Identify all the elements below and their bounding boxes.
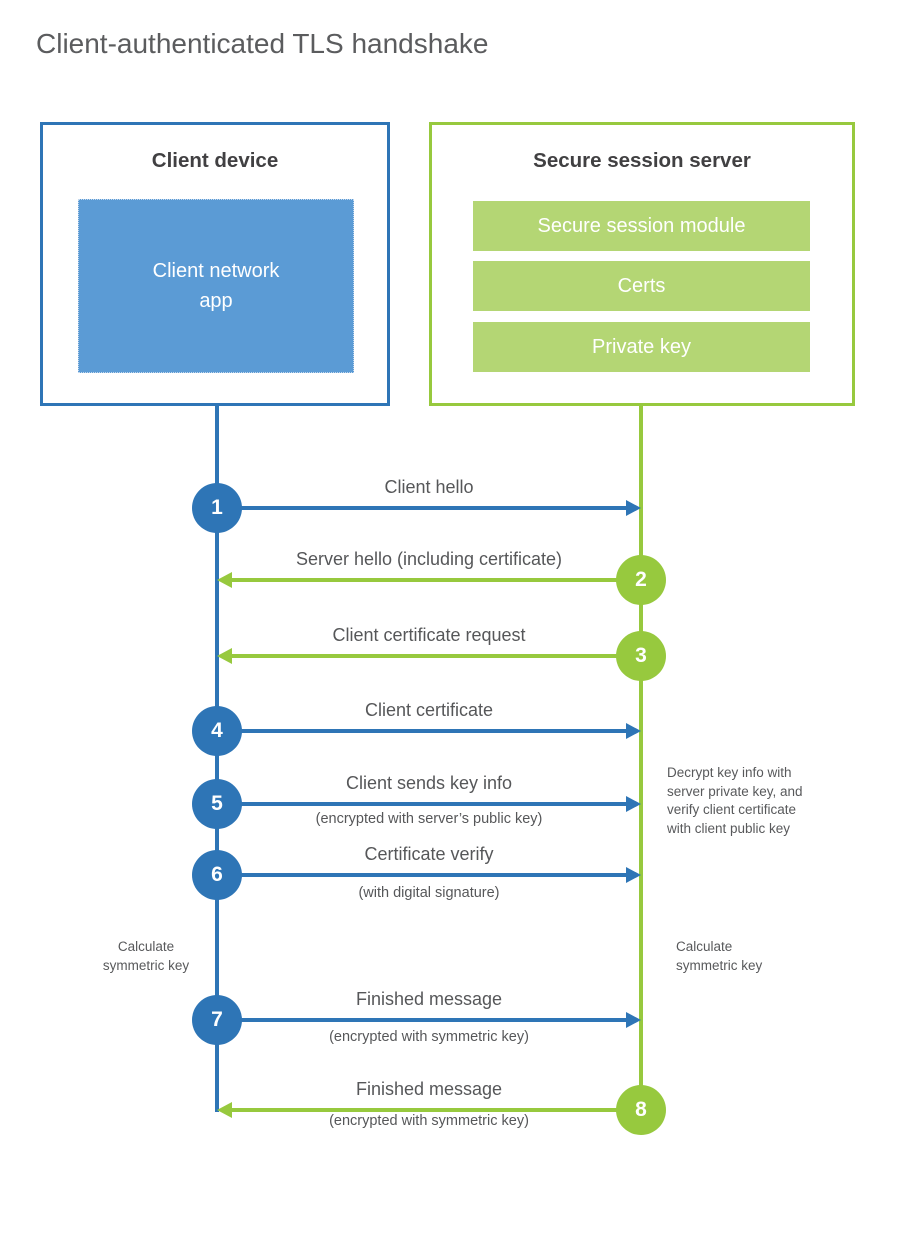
step-number-1: 1 <box>211 496 223 519</box>
arrow-line-6 <box>217 873 626 877</box>
arrowhead-right-icon <box>626 796 641 812</box>
client-device-title: Client device <box>151 149 279 172</box>
arrow-line-4 <box>217 729 626 733</box>
message-sublabel-5: (encrypted with server’s public key) <box>315 811 543 827</box>
secure-session-server-box: Secure session server Secure session mod… <box>429 122 855 406</box>
step-number-4: 4 <box>211 719 223 742</box>
arrowhead-right-icon <box>626 867 641 883</box>
message-label-4: Client certificate <box>364 700 494 720</box>
client-network-app-box: Client network app <box>78 199 354 373</box>
step-circle-7: 7 <box>192 995 242 1045</box>
step-number-8: 8 <box>635 1098 647 1121</box>
arrow-line-7 <box>217 1018 626 1022</box>
message-sublabel-7: (encrypted with symmetric key) <box>329 1029 529 1045</box>
note-decrypt-key-info: Decrypt key info with server private key… <box>667 765 803 836</box>
diagram-title: Client-authenticated TLS handshake <box>36 28 489 59</box>
step-number-2: 2 <box>635 568 647 591</box>
message-label-6: Certificate verify <box>364 844 494 864</box>
step-circle-6: 6 <box>192 850 242 900</box>
step-circle-2: 2 <box>616 555 666 605</box>
message-label-5: Client sends key info <box>345 773 513 793</box>
message-sublabel-8: (encrypted with symmetric key) <box>329 1113 529 1129</box>
arrow-line-5 <box>217 802 626 806</box>
arrow-line-2 <box>231 578 641 582</box>
note-calculate-symmetric-key-server: Calculate symmetric key <box>676 939 763 973</box>
server-module-certs: Certs <box>473 261 810 311</box>
arrow-line-8 <box>231 1108 641 1112</box>
message-label-2: Server hello (including certificate) <box>295 549 563 569</box>
step-number-5: 5 <box>211 792 223 815</box>
message-label-3: Client certificate request <box>332 625 526 645</box>
message-label-7: Finished message <box>355 989 503 1009</box>
message-label-8: Finished message <box>355 1079 503 1099</box>
message-label-1: Client hello <box>384 477 474 497</box>
message-sublabel-6: (with digital signature) <box>358 885 500 901</box>
step-number-6: 6 <box>211 863 223 886</box>
arrowhead-right-icon <box>626 500 641 516</box>
client-device-box: Client device Client network app <box>40 122 390 406</box>
step-circle-5: 5 <box>192 779 242 829</box>
arrowhead-right-icon <box>626 723 641 739</box>
step-number-3: 3 <box>635 644 647 667</box>
server-module-secure-session: Secure session module <box>473 201 810 251</box>
step-circle-1: 1 <box>192 483 242 533</box>
step-circle-4: 4 <box>192 706 242 756</box>
arrowhead-left-icon <box>217 572 232 588</box>
step-number-7: 7 <box>211 1008 223 1031</box>
server-module-private-key: Private key <box>473 322 810 372</box>
server-lifeline <box>639 404 643 1110</box>
arrow-line-3 <box>231 654 641 658</box>
arrowhead-right-icon <box>626 1012 641 1028</box>
arrowhead-left-icon <box>217 648 232 664</box>
arrow-line-1 <box>217 506 626 510</box>
step-circle-3: 3 <box>616 631 666 681</box>
client-lifeline <box>215 404 219 1112</box>
step-circle-8: 8 <box>616 1085 666 1135</box>
secure-session-server-title: Secure session server <box>533 149 751 172</box>
arrowhead-left-icon <box>217 1102 232 1118</box>
note-calculate-symmetric-key-client: Calculate symmetric key <box>102 939 190 973</box>
